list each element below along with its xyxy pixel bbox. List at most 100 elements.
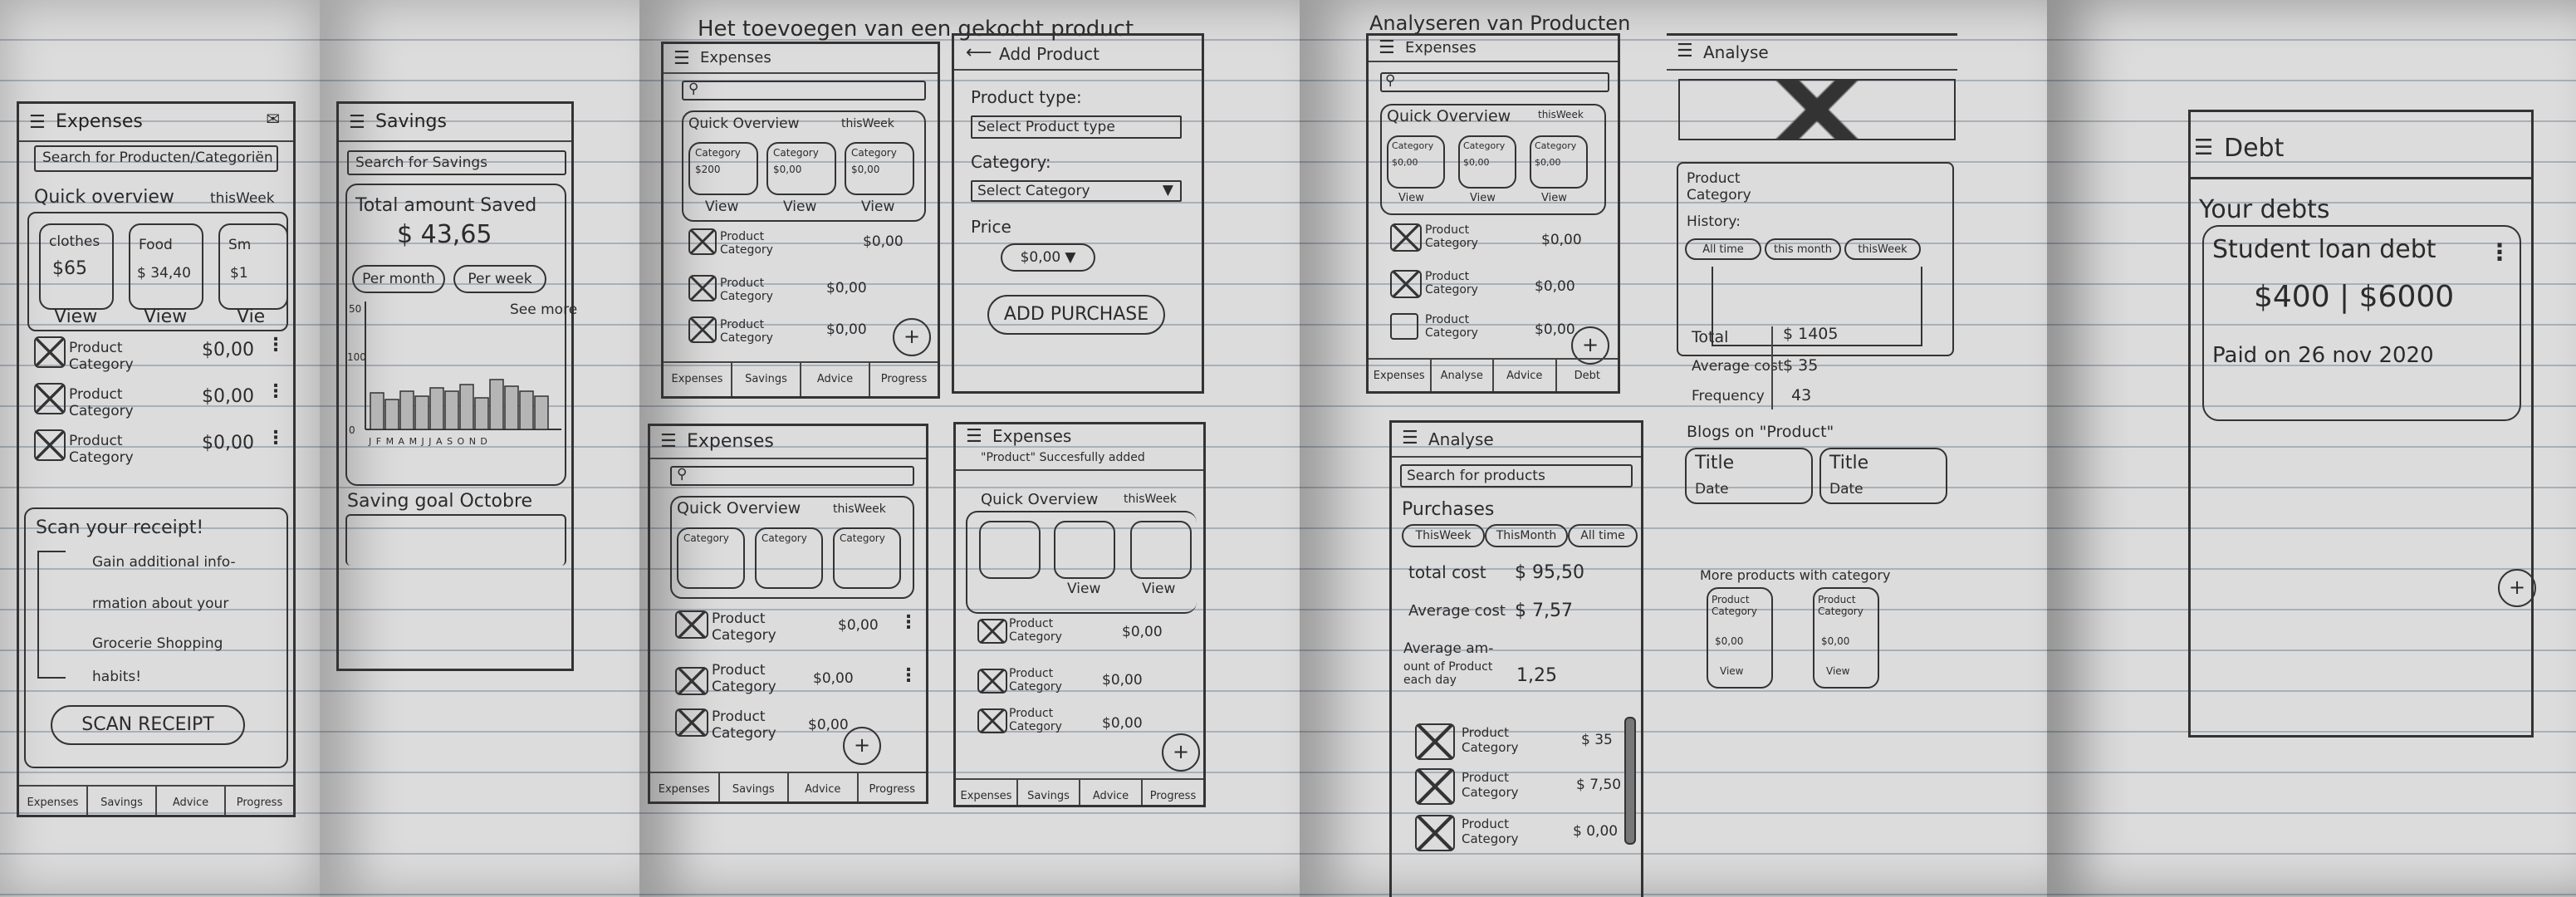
- add-debt-button[interactable]: +: [2498, 569, 2536, 607]
- more-options-icon[interactable]: ⋮: [267, 381, 285, 402]
- nav-debt[interactable]: Debt: [1574, 370, 1600, 382]
- nav-expenses[interactable]: Expenses: [1369, 360, 1432, 391]
- nav-savings[interactable]: Savings: [732, 363, 801, 396]
- nav-expenses[interactable]: Expenses: [19, 787, 88, 815]
- more-product-card[interactable]: Product Category $0,00 View: [1813, 587, 1879, 689]
- filter-this-week[interactable]: ThisWeek: [1402, 524, 1485, 547]
- category-card[interactable]: Category: [833, 527, 901, 589]
- hamburger-icon[interactable]: ☰: [1402, 428, 1418, 448]
- nav-advice[interactable]: Advice: [789, 773, 859, 801]
- view-button[interactable]: View: [144, 306, 188, 327]
- nav-progress[interactable]: Progress: [236, 797, 283, 809]
- hamburger-icon[interactable]: ☰: [1677, 41, 1693, 61]
- this-week-filter[interactable]: thisWeek: [833, 502, 886, 516]
- add-product-button[interactable]: +: [1162, 733, 1200, 772]
- hamburger-icon[interactable]: ☰: [2194, 135, 2214, 160]
- history-filter-all-time[interactable]: All time: [1685, 238, 1761, 260]
- this-week-filter[interactable]: thisWeek: [210, 190, 275, 207]
- product-type-select[interactable]: Select Product type: [971, 115, 1182, 139]
- add-purchase-button[interactable]: ADD PURCHASE: [987, 295, 1165, 335]
- search-input[interactable]: Search for Producten/Categoriën: [34, 145, 278, 172]
- view-button[interactable]: View: [54, 306, 98, 327]
- nav-advice[interactable]: Advice: [1494, 360, 1557, 391]
- nav-analyse[interactable]: Analyse: [1432, 360, 1494, 391]
- savings-search-input[interactable]: Search for Savings: [347, 150, 566, 175]
- category-select[interactable]: Select Category ▼: [971, 180, 1182, 202]
- view-button[interactable]: View: [1067, 581, 1101, 597]
- nav-expenses[interactable]: Expenses: [664, 363, 732, 396]
- view-button[interactable]: View: [1826, 665, 1850, 677]
- nav-savings[interactable]: Savings: [1018, 780, 1080, 805]
- category-card[interactable]: Category $200: [688, 142, 758, 195]
- scan-receipt-button[interactable]: SCAN RECEIPT: [51, 705, 245, 745]
- category-card[interactable]: Category: [677, 527, 745, 589]
- view-button[interactable]: View: [1720, 665, 1744, 677]
- scrollbar[interactable]: [1624, 717, 1636, 845]
- nav-savings[interactable]: Savings: [720, 773, 789, 801]
- filter-this-month[interactable]: ThisMonth: [1485, 524, 1568, 547]
- history-filter-this-week[interactable]: thisWeek: [1844, 238, 1921, 260]
- view-button[interactable]: Vie: [237, 306, 266, 327]
- category-card[interactable]: Category $0,00: [1458, 135, 1516, 189]
- category-card[interactable]: [1054, 521, 1115, 579]
- filter-all-time[interactable]: All time: [1568, 524, 1638, 547]
- more-options-icon[interactable]: ⋮: [2488, 238, 2511, 266]
- more-product-card[interactable]: Product Category $0,00 View: [1707, 587, 1773, 689]
- view-button[interactable]: View: [705, 199, 739, 215]
- category-card[interactable]: Category: [755, 527, 823, 589]
- category-card[interactable]: clothes $65: [39, 223, 114, 310]
- this-week-filter[interactable]: thisWeek: [1124, 493, 1177, 506]
- hamburger-icon[interactable]: ☰: [673, 48, 690, 69]
- category-card[interactable]: Category $0,00: [766, 142, 836, 195]
- price-input[interactable]: $0,00 ▼: [1001, 243, 1095, 272]
- nav-expenses[interactable]: Expenses: [650, 773, 720, 801]
- blog-card[interactable]: Title Date: [1819, 448, 1947, 504]
- search-input[interactable]: ⚲: [682, 81, 926, 100]
- hamburger-icon[interactable]: ☰: [1379, 37, 1395, 58]
- more-options-icon[interactable]: ⋮: [899, 665, 918, 686]
- search-input[interactable]: ⚲: [1380, 72, 1609, 92]
- search-input[interactable]: ⚲: [670, 466, 914, 486]
- nav-savings[interactable]: Savings: [88, 787, 157, 815]
- debt-card[interactable]: Student loan debt ⋮ $400 | $6000 Paid on…: [2202, 225, 2521, 421]
- category-card[interactable]: Category $0,00: [845, 142, 914, 195]
- this-week-filter[interactable]: thisWeek: [1538, 109, 1584, 120]
- add-product-button[interactable]: +: [843, 727, 881, 765]
- see-more-link[interactable]: See more: [510, 301, 578, 318]
- more-options-icon[interactable]: ⋮: [267, 428, 285, 448]
- category-card[interactable]: Sm $1: [218, 223, 288, 310]
- hamburger-icon[interactable]: ☰: [349, 112, 365, 133]
- nav-advice[interactable]: Advice: [1080, 780, 1143, 805]
- category-card[interactable]: [1130, 521, 1192, 579]
- more-options-icon[interactable]: ⋮: [899, 612, 918, 633]
- view-button[interactable]: View: [1142, 581, 1176, 597]
- per-week-button[interactable]: Per week: [453, 265, 546, 293]
- category-card[interactable]: Food $ 34,40: [129, 223, 203, 310]
- this-week-filter[interactable]: thisWeek: [841, 117, 894, 130]
- add-product-button[interactable]: +: [1571, 326, 1609, 365]
- category-card[interactable]: Category $0,00: [1387, 135, 1445, 189]
- view-button[interactable]: View: [1470, 192, 1496, 204]
- nav-progress[interactable]: Progress: [1149, 790, 1197, 802]
- hamburger-icon[interactable]: ☰: [29, 112, 46, 133]
- hamburger-icon[interactable]: ☰: [966, 426, 982, 447]
- nav-expenses[interactable]: Expenses: [956, 780, 1018, 805]
- category-card[interactable]: Category $0,00: [1530, 135, 1588, 189]
- per-month-button[interactable]: Per month: [352, 265, 445, 293]
- nav-progress[interactable]: Progress: [869, 783, 915, 796]
- mail-icon[interactable]: ✉: [266, 109, 280, 129]
- nav-progress[interactable]: Progress: [880, 373, 928, 385]
- more-options-icon[interactable]: ⋮: [267, 335, 285, 355]
- nav-advice[interactable]: Advice: [801, 363, 870, 396]
- view-button[interactable]: View: [861, 199, 895, 215]
- view-button[interactable]: View: [783, 199, 817, 215]
- nav-advice[interactable]: Advice: [157, 787, 226, 815]
- add-product-button[interactable]: +: [893, 318, 931, 356]
- hamburger-icon[interactable]: ☰: [660, 431, 677, 452]
- back-arrow-icon[interactable]: ⟵: [966, 42, 992, 63]
- blog-card[interactable]: Title Date: [1685, 448, 1813, 504]
- view-button[interactable]: View: [1398, 192, 1424, 204]
- category-card[interactable]: [979, 521, 1041, 579]
- view-button[interactable]: View: [1541, 192, 1567, 204]
- search-input[interactable]: Search for products: [1400, 464, 1633, 488]
